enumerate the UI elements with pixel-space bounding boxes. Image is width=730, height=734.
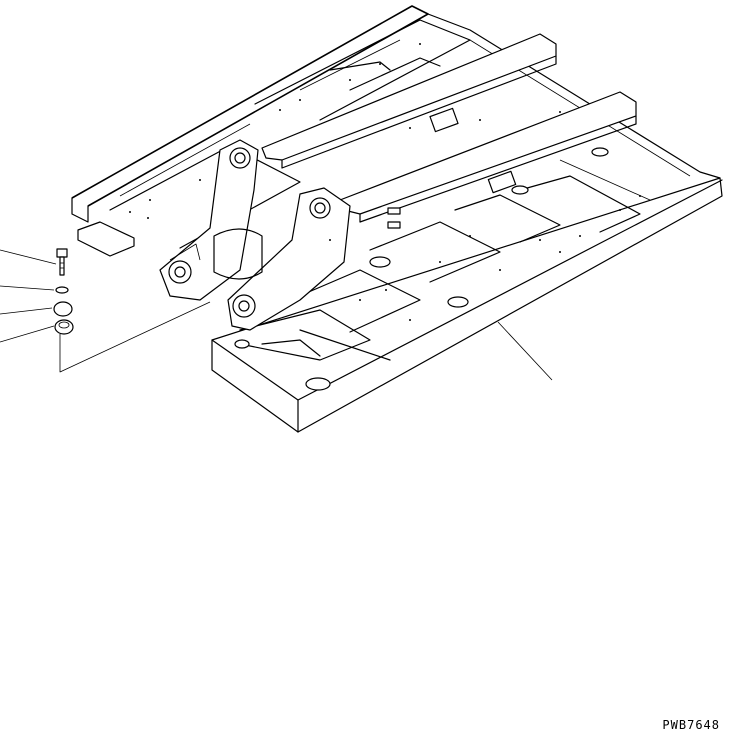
washer bbox=[53, 301, 73, 317]
leader-lines bbox=[0, 249, 553, 381]
spring-washer bbox=[55, 286, 69, 294]
floor-holes bbox=[234, 147, 609, 391]
bolt bbox=[56, 248, 68, 276]
rivet-dots bbox=[129, 43, 641, 321]
drawing-code-label: PWB7648 bbox=[662, 718, 720, 732]
boom-brackets bbox=[159, 139, 351, 331]
cross-members bbox=[109, 19, 651, 361]
frame-body bbox=[71, 5, 723, 433]
exploded-parts bbox=[53, 248, 74, 335]
